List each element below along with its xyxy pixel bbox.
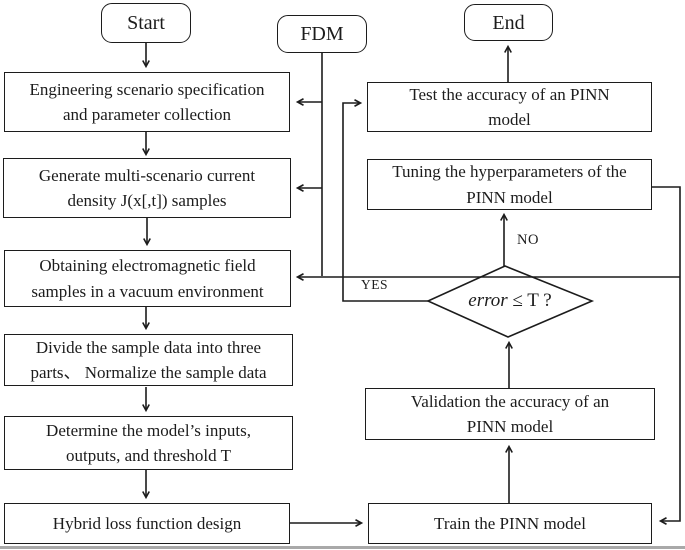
step-obtain-em-field-samples: Obtaining electromagnetic field samples … <box>4 250 291 307</box>
step-text-line: outputs, and threshold T <box>66 446 231 465</box>
node-start-label: Start <box>127 12 165 34</box>
decision-variable: error <box>468 290 508 311</box>
step-text-line: Hybrid loss function design <box>52 513 242 533</box>
step-text-line: Divide the sample data into three <box>35 337 262 357</box>
step-text-line: samples in a vacuum environment <box>31 281 264 301</box>
edge-tuning-to-train <box>652 186 681 525</box>
step-text-line: Tuning the hyperparameters of the <box>392 162 627 181</box>
step-text-line: Determine the model’s inputs, <box>46 420 251 440</box>
step-text-line: density J(x[,t]) samples <box>67 191 227 210</box>
step-text-line: Obtaining electromagnetic field <box>39 256 256 275</box>
decision-diamond <box>426 265 595 338</box>
step-text-line: Train the PINN model <box>434 513 586 533</box>
bottom-edge-artifact <box>0 546 685 549</box>
label-no: NO <box>517 232 539 248</box>
node-end: End <box>464 4 553 41</box>
edge-yes-to-test <box>342 99 428 302</box>
step-validation-accuracy: Validation the accuracy of an PINN model <box>365 388 655 440</box>
step-generate-current-density: Generate multi-scenario current density … <box>3 158 291 218</box>
step-text-line: Validation the accuracy of an <box>410 391 610 411</box>
node-fdm: FDM <box>277 15 367 53</box>
step-text-line: Engineering scenario specification <box>29 79 265 99</box>
step-train-pinn-model: Train the PINN model <box>368 503 652 544</box>
step-text-line: and parameter collection <box>62 105 232 124</box>
node-fdm-label: FDM <box>300 23 344 45</box>
step-text-line: PINN model <box>466 417 554 436</box>
label-yes: YES <box>361 277 389 292</box>
step-tuning-hyperparameters: Tuning the hyperparameters of the PINN m… <box>367 159 652 210</box>
step-determine-model-io: Determine the model’s inputs, outputs, a… <box>4 416 293 470</box>
node-start: Start <box>101 3 191 43</box>
decision-label: error ≤ T ? <box>430 290 590 312</box>
step-text-line: Test the accuracy of an PINN <box>409 84 610 104</box>
node-end-label: End <box>492 11 525 34</box>
decision-condition: ≤ T ? <box>507 290 552 311</box>
step-divide-normalize-data: Divide the sample data into three parts、… <box>4 334 293 386</box>
step-text-line: model <box>488 110 531 129</box>
step-engineering-scenario: Engineering scenario specification and p… <box>4 72 290 132</box>
step-text-line: parts、 Normalize the sample data <box>30 363 267 382</box>
step-text-line: PINN model <box>466 187 553 207</box>
step-text-line: Generate multi-scenario current <box>38 165 256 185</box>
step-hybrid-loss-design: Hybrid loss function design <box>4 503 290 544</box>
step-test-accuracy: Test the accuracy of an PINN model <box>367 82 652 132</box>
